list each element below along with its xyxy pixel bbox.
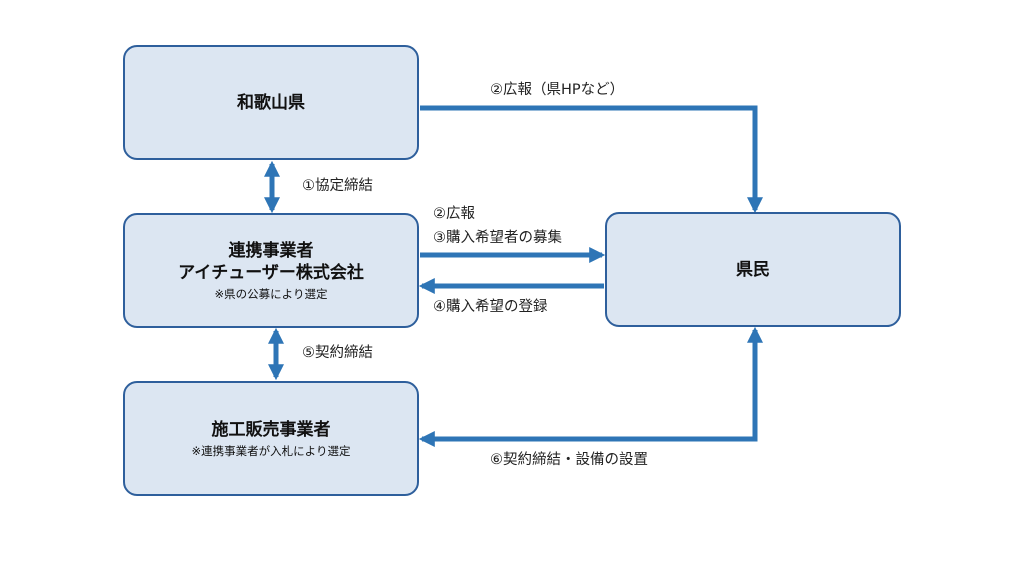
arrow-contract-install [418,326,764,448]
label-pr-prefecture: ②広報（県HPなど） [490,82,625,98]
box-wakayama-title: 和歌山県 [237,92,305,113]
box-residents-title: 県民 [736,259,770,280]
label-agreement: ①協定締結 [302,178,373,194]
box-partner-title-line1: 連携事業者 [228,240,314,261]
box-installer: 施工販売事業者 ※連携事業者が入札により選定 [123,381,419,496]
box-partner-title-line2: アイチューザー株式会社 [178,262,364,283]
box-residents: 県民 [605,212,901,327]
arrow-pr-prefecture [420,105,764,214]
label-contract-install: ⑥契約締結・設備の設置 [490,452,648,468]
box-wakayama-prefecture: 和歌山県 [123,45,419,160]
label-contract: ⑤契約締結 [302,345,373,361]
label-pr: ②広報 [433,206,475,222]
label-recruit-buyers: ③購入希望者の募集 [433,230,562,246]
box-installer-title: 施工販売事業者 [211,419,331,440]
box-installer-note: ※連携事業者が入札により選定 [191,443,351,458]
label-register-purchase: ④購入希望の登録 [433,299,548,315]
box-partner-company: 連携事業者 アイチューザー株式会社 ※県の公募により選定 [123,213,419,328]
box-partner-note: ※県の公募により選定 [214,286,328,301]
